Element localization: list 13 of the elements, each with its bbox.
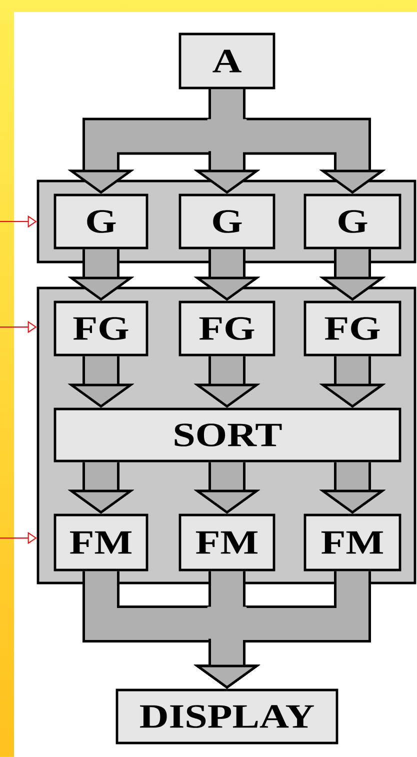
process-box: DISPLAY	[116, 688, 338, 744]
process-box: G	[178, 194, 276, 250]
process-box: G	[54, 194, 148, 250]
merging-arrow	[82, 571, 371, 689]
process-box: SORT	[54, 408, 402, 462]
process-box: FG	[54, 300, 148, 356]
process-box: FM	[178, 514, 276, 572]
process-box: FM	[54, 514, 148, 572]
process-box: FG	[304, 300, 402, 356]
process-box: FM	[304, 514, 402, 572]
process-box: FG	[178, 300, 276, 356]
process-box: A	[178, 32, 276, 90]
process-box: G	[304, 194, 402, 250]
